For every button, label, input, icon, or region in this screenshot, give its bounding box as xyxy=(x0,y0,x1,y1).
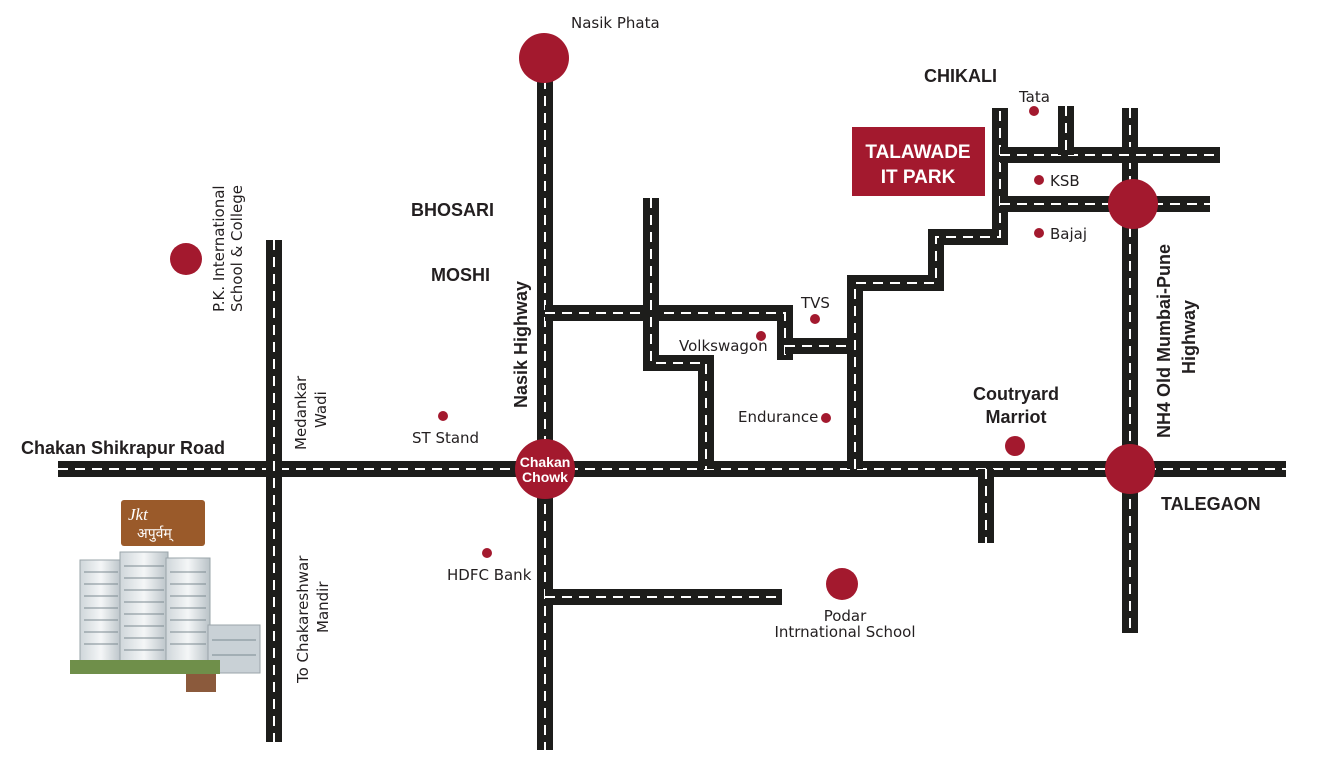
label-st-stand: ST Stand xyxy=(412,429,479,447)
project-logo-brand: Jkt xyxy=(128,505,149,524)
endurance-marker xyxy=(821,413,831,423)
chakan-chowk-line2: Chowk xyxy=(522,469,568,485)
chakan-chowk-line1: Chakan xyxy=(520,454,571,470)
label-tvs: TVS xyxy=(800,294,830,312)
volkswagon-marker xyxy=(756,331,766,341)
label-pk-school-line1: P.K. International xyxy=(210,185,228,312)
project-logo-board xyxy=(121,500,205,546)
chikali-junction-marker xyxy=(1108,179,1158,229)
label-podar-line2: Intrnational School xyxy=(774,623,915,641)
label-nasik-highway: Nasik Highway xyxy=(511,281,531,408)
ksb-marker xyxy=(1034,175,1044,185)
label-chakan-shikrapur: Chakan Shikrapur Road xyxy=(21,438,225,458)
area-bhosari: BHOSARI xyxy=(411,200,494,220)
building-icon xyxy=(70,551,261,692)
label-medankar-line1: Medankar xyxy=(292,375,310,450)
label-podar-line1: Podar xyxy=(824,607,867,625)
label-chakareshwar-line2: Mandir xyxy=(314,581,332,633)
road-talawade xyxy=(847,108,1008,469)
project-illustration: Jkt अपुर्वम् xyxy=(70,500,261,692)
label-coutryard-line1: Coutryard xyxy=(973,384,1059,404)
label-medankar-line2: Wadi xyxy=(312,391,330,428)
label-pk-school-line2: School & College xyxy=(228,185,246,312)
talawade-line2: IT PARK xyxy=(881,167,956,188)
label-hdfc: HDFC Bank xyxy=(447,566,532,584)
coutryard-marker xyxy=(1005,436,1025,456)
road-inner-loop xyxy=(643,198,714,469)
label-tata: Tata xyxy=(1018,88,1050,106)
podar-marker xyxy=(826,568,858,600)
pk-school-marker xyxy=(170,243,202,275)
talawade-line1: TALAWADE xyxy=(865,142,970,163)
tvs-marker xyxy=(810,314,820,324)
label-ksb: KSB xyxy=(1050,172,1080,190)
talegaon-marker xyxy=(1105,444,1155,494)
area-talegaon: TALEGAON xyxy=(1161,494,1261,514)
talawade-box xyxy=(852,127,985,196)
hdfc-marker xyxy=(482,548,492,558)
label-nh4-line2: Highway xyxy=(1179,300,1199,374)
label-chakareshwar-line1: To Chakareshwar xyxy=(294,555,312,684)
label-bajaj: Bajaj xyxy=(1050,225,1087,243)
chakan-chowk-marker xyxy=(515,439,575,499)
label-volkswagon: Volkswagon xyxy=(679,337,768,355)
bajaj-marker xyxy=(1034,228,1044,238)
area-chikali: CHIKALI xyxy=(924,66,997,86)
label-endurance: Endurance xyxy=(738,408,818,426)
nasik-phata-marker xyxy=(519,33,569,83)
project-logo-name: अपुर्वम् xyxy=(137,525,174,542)
label-coutryard-line2: Marriot xyxy=(985,407,1046,427)
tata-marker xyxy=(1029,106,1039,116)
label-nh4-line1: NH4 Old Mumbai-Pune xyxy=(1154,244,1174,438)
area-moshi: MOSHI xyxy=(431,265,490,285)
label-nasik-phata: Nasik Phata xyxy=(571,14,660,32)
st-stand-marker xyxy=(438,411,448,421)
